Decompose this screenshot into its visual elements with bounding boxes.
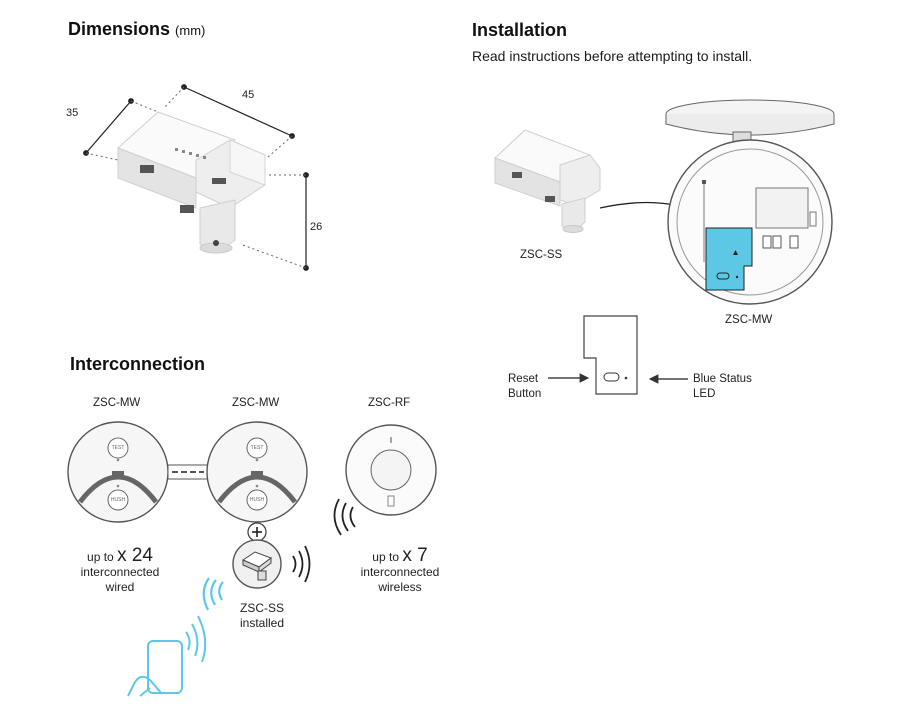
- reset-label-line1: Reset: [508, 373, 539, 385]
- sensor-label: ZSC-SS: [520, 249, 563, 261]
- sensor-module-drawing: [117, 111, 266, 254]
- ss-installed-caption: ZSC-SS installed: [222, 601, 302, 631]
- wired-line3: wired: [105, 580, 135, 594]
- dimensions-title: Dimensions (mm): [68, 19, 205, 40]
- wireless-prefix: up to: [372, 550, 399, 564]
- installation-sensor: [494, 129, 601, 233]
- wireless-caption: up to x 7 interconnected wireless: [340, 545, 460, 595]
- wireless-line2: interconnected: [360, 565, 440, 579]
- unit2-test-label: TEST: [250, 445, 264, 451]
- interconnect-unit-rf: [345, 424, 437, 516]
- ss-line1: ZSC-SS: [239, 601, 284, 615]
- height-label: 26: [310, 221, 323, 233]
- width-label: 45: [242, 89, 255, 101]
- reset-button-label: Reset Button: [508, 372, 541, 402]
- unit1-hush-label: HUSH: [110, 497, 126, 503]
- installation-subtitle: Read instructions before attempting to i…: [472, 48, 753, 64]
- unit2-hush-label: HUSH: [249, 497, 265, 503]
- dimension-lines: [83, 84, 309, 271]
- interconnect-unit-1: [67, 421, 169, 523]
- wireless-count: x 7: [402, 545, 428, 566]
- ss-blue-waves: [202, 577, 224, 611]
- reset-label-line2: Button: [508, 388, 542, 400]
- installation-title: Installation: [472, 20, 568, 40]
- dimensions-title-text: Dimensions: [68, 19, 171, 39]
- wired-caption: up to x 24 interconnected wired: [60, 545, 180, 595]
- wired-link: [167, 464, 209, 480]
- wired-count: x 24: [117, 545, 153, 566]
- depth-label: 35: [66, 107, 79, 119]
- wired-line2: interconnected: [80, 565, 160, 579]
- phone-icon: [127, 615, 207, 697]
- interconnect-unit-2: [206, 421, 308, 589]
- dimensions-unit: (mm): [175, 23, 206, 38]
- module-detail: [548, 315, 688, 395]
- unit1-label: ZSC-MW: [93, 397, 141, 409]
- wireless-line3: wireless: [378, 580, 422, 594]
- base-unit-drawing: [665, 99, 835, 305]
- unit3-label: ZSC-RF: [368, 397, 411, 409]
- interconnection-title: Interconnection: [70, 354, 206, 374]
- led-label-line1: Blue Status: [693, 373, 752, 385]
- unit2-label: ZSC-MW: [232, 397, 280, 409]
- led-label-line2: LED: [693, 388, 716, 400]
- wired-prefix: up to: [87, 550, 114, 564]
- ss-line2: installed: [239, 616, 285, 630]
- unit1-test-label: TEST: [111, 445, 125, 451]
- status-led-label: Blue Status LED: [693, 372, 752, 402]
- base-label: ZSC-MW: [725, 314, 773, 326]
- rf-wireless-waves: [333, 498, 356, 536]
- ss-wireless-waves: [292, 545, 311, 583]
